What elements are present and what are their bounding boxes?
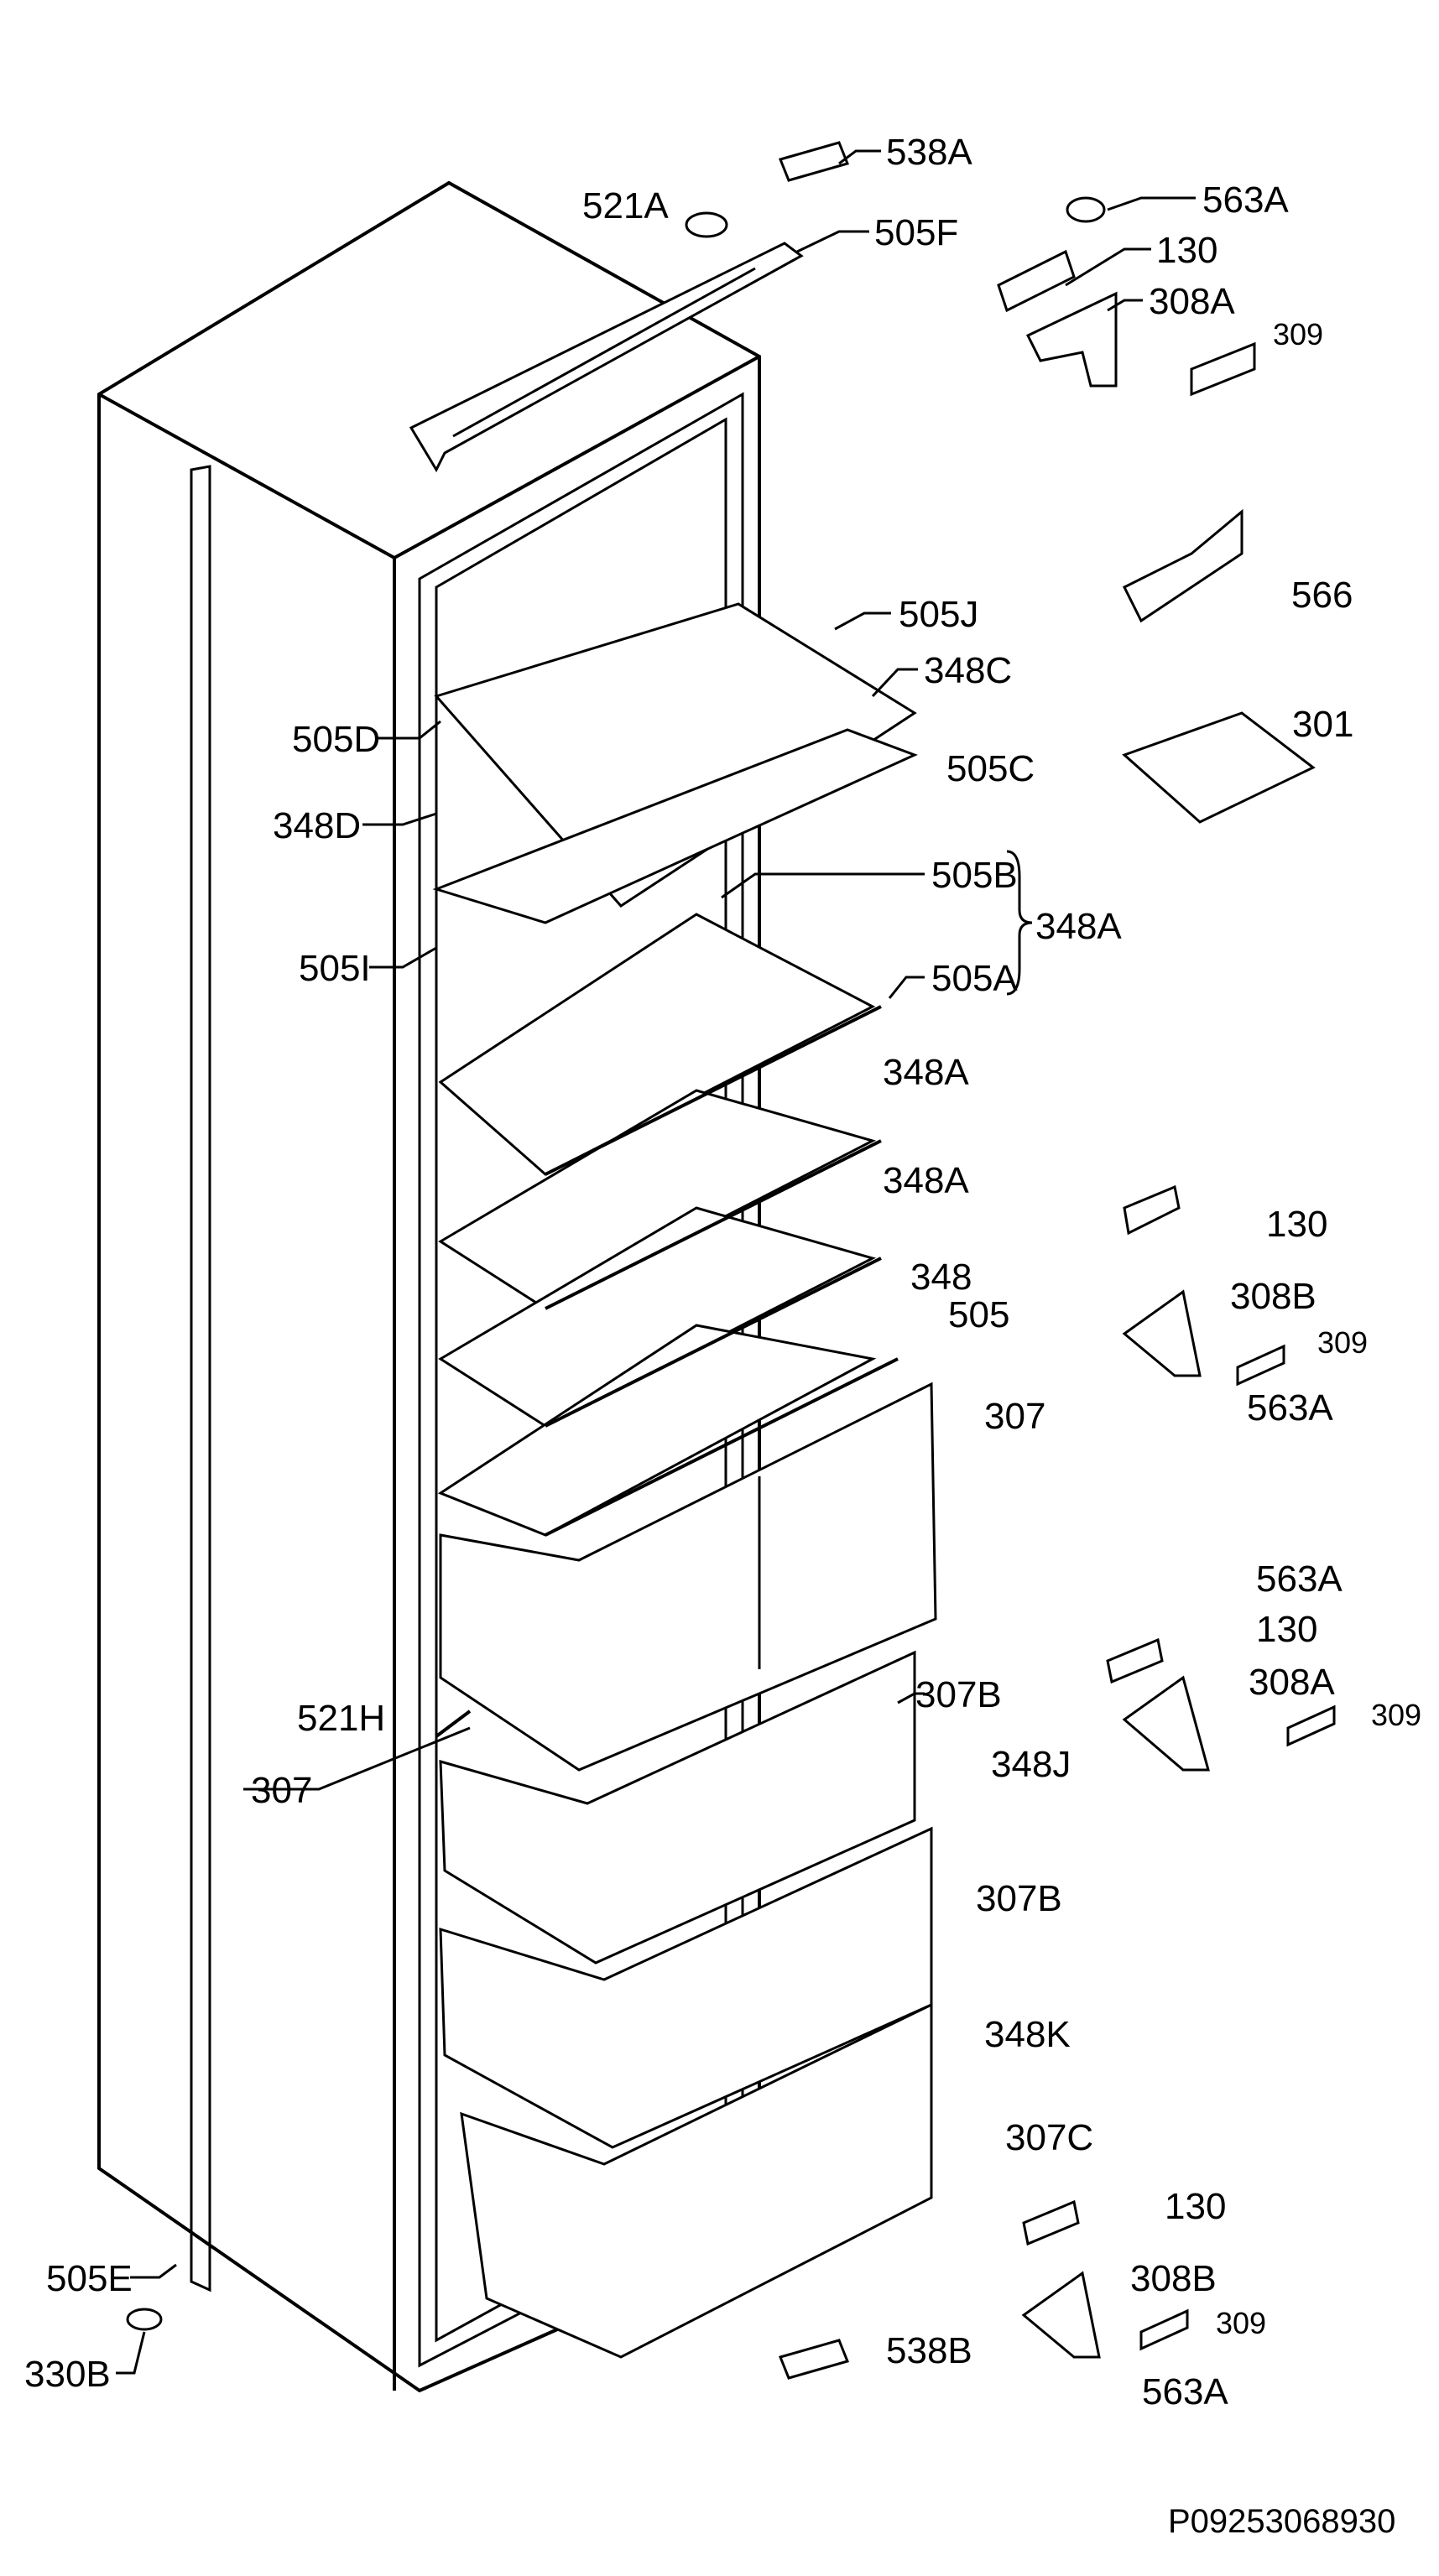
- label-505a: 505A: [931, 958, 1018, 999]
- label-348a-2: 348A: [883, 1052, 969, 1093]
- drawers: [439, 1382, 937, 2359]
- label-309-2: 309: [1317, 1325, 1368, 1360]
- label-307b: 307B: [915, 1674, 1002, 1715]
- label-348k: 348K: [984, 2014, 1071, 2055]
- label-521a: 521A: [582, 185, 669, 226]
- labels: 538A 521A 505F 563A 130 308A 309 566 505…: [24, 132, 1421, 2540]
- label-309-4: 309: [1216, 2306, 1266, 2340]
- label-505: 505: [948, 1294, 1009, 1335]
- label-521h: 521H: [297, 1698, 385, 1739]
- label-566: 566: [1291, 575, 1353, 616]
- label-307c: 307C: [1005, 2117, 1093, 2158]
- label-538a: 538A: [886, 132, 972, 173]
- label-308b: 308B: [1230, 1276, 1316, 1317]
- label-130-4: 130: [1165, 2186, 1226, 2227]
- label-505i: 505I: [299, 948, 371, 989]
- label-348d: 348D: [273, 805, 361, 846]
- label-348: 348: [910, 1257, 972, 1298]
- label-301: 301: [1292, 704, 1353, 745]
- label-130: 130: [1156, 230, 1217, 271]
- label-505e: 505E: [46, 2258, 133, 2299]
- label-505c: 505C: [946, 748, 1035, 789]
- shelves: [432, 602, 918, 1537]
- label-308a: 308A: [1149, 281, 1235, 322]
- label-309: 309: [1273, 317, 1323, 351]
- top-bracket-505f: [409, 211, 804, 473]
- leader-lines: [116, 149, 1196, 2375]
- label-130-3: 130: [1256, 1609, 1317, 1650]
- label-505b: 505B: [931, 855, 1018, 896]
- label-563a-3: 563A: [1256, 1559, 1343, 1600]
- label-563a-2: 563A: [1247, 1387, 1333, 1429]
- label-348c: 348C: [924, 650, 1012, 691]
- label-505d: 505D: [292, 719, 380, 760]
- label-309-3: 309: [1371, 1698, 1421, 1732]
- label-348j: 348J: [991, 1744, 1071, 1785]
- label-348a-3: 348A: [883, 1160, 969, 1201]
- label-330b: 330B: [24, 2354, 111, 2395]
- loose-parts: [126, 141, 1336, 2380]
- label-538b: 538B: [886, 2330, 972, 2371]
- label-505j: 505J: [899, 594, 978, 635]
- drawing-number: P09253068930: [1168, 2503, 1395, 2540]
- label-307b-2: 307B: [976, 1878, 1062, 1919]
- label-563a: 563A: [1202, 180, 1289, 221]
- label-563a-4: 563A: [1142, 2371, 1228, 2412]
- label-308a-2: 308A: [1249, 1662, 1335, 1703]
- label-307-top: 307: [984, 1396, 1045, 1437]
- label-505f: 505F: [874, 212, 958, 253]
- label-130-2: 130: [1266, 1204, 1327, 1245]
- label-348a-group: 348A: [1035, 906, 1122, 947]
- label-308b-2: 308B: [1130, 2258, 1217, 2299]
